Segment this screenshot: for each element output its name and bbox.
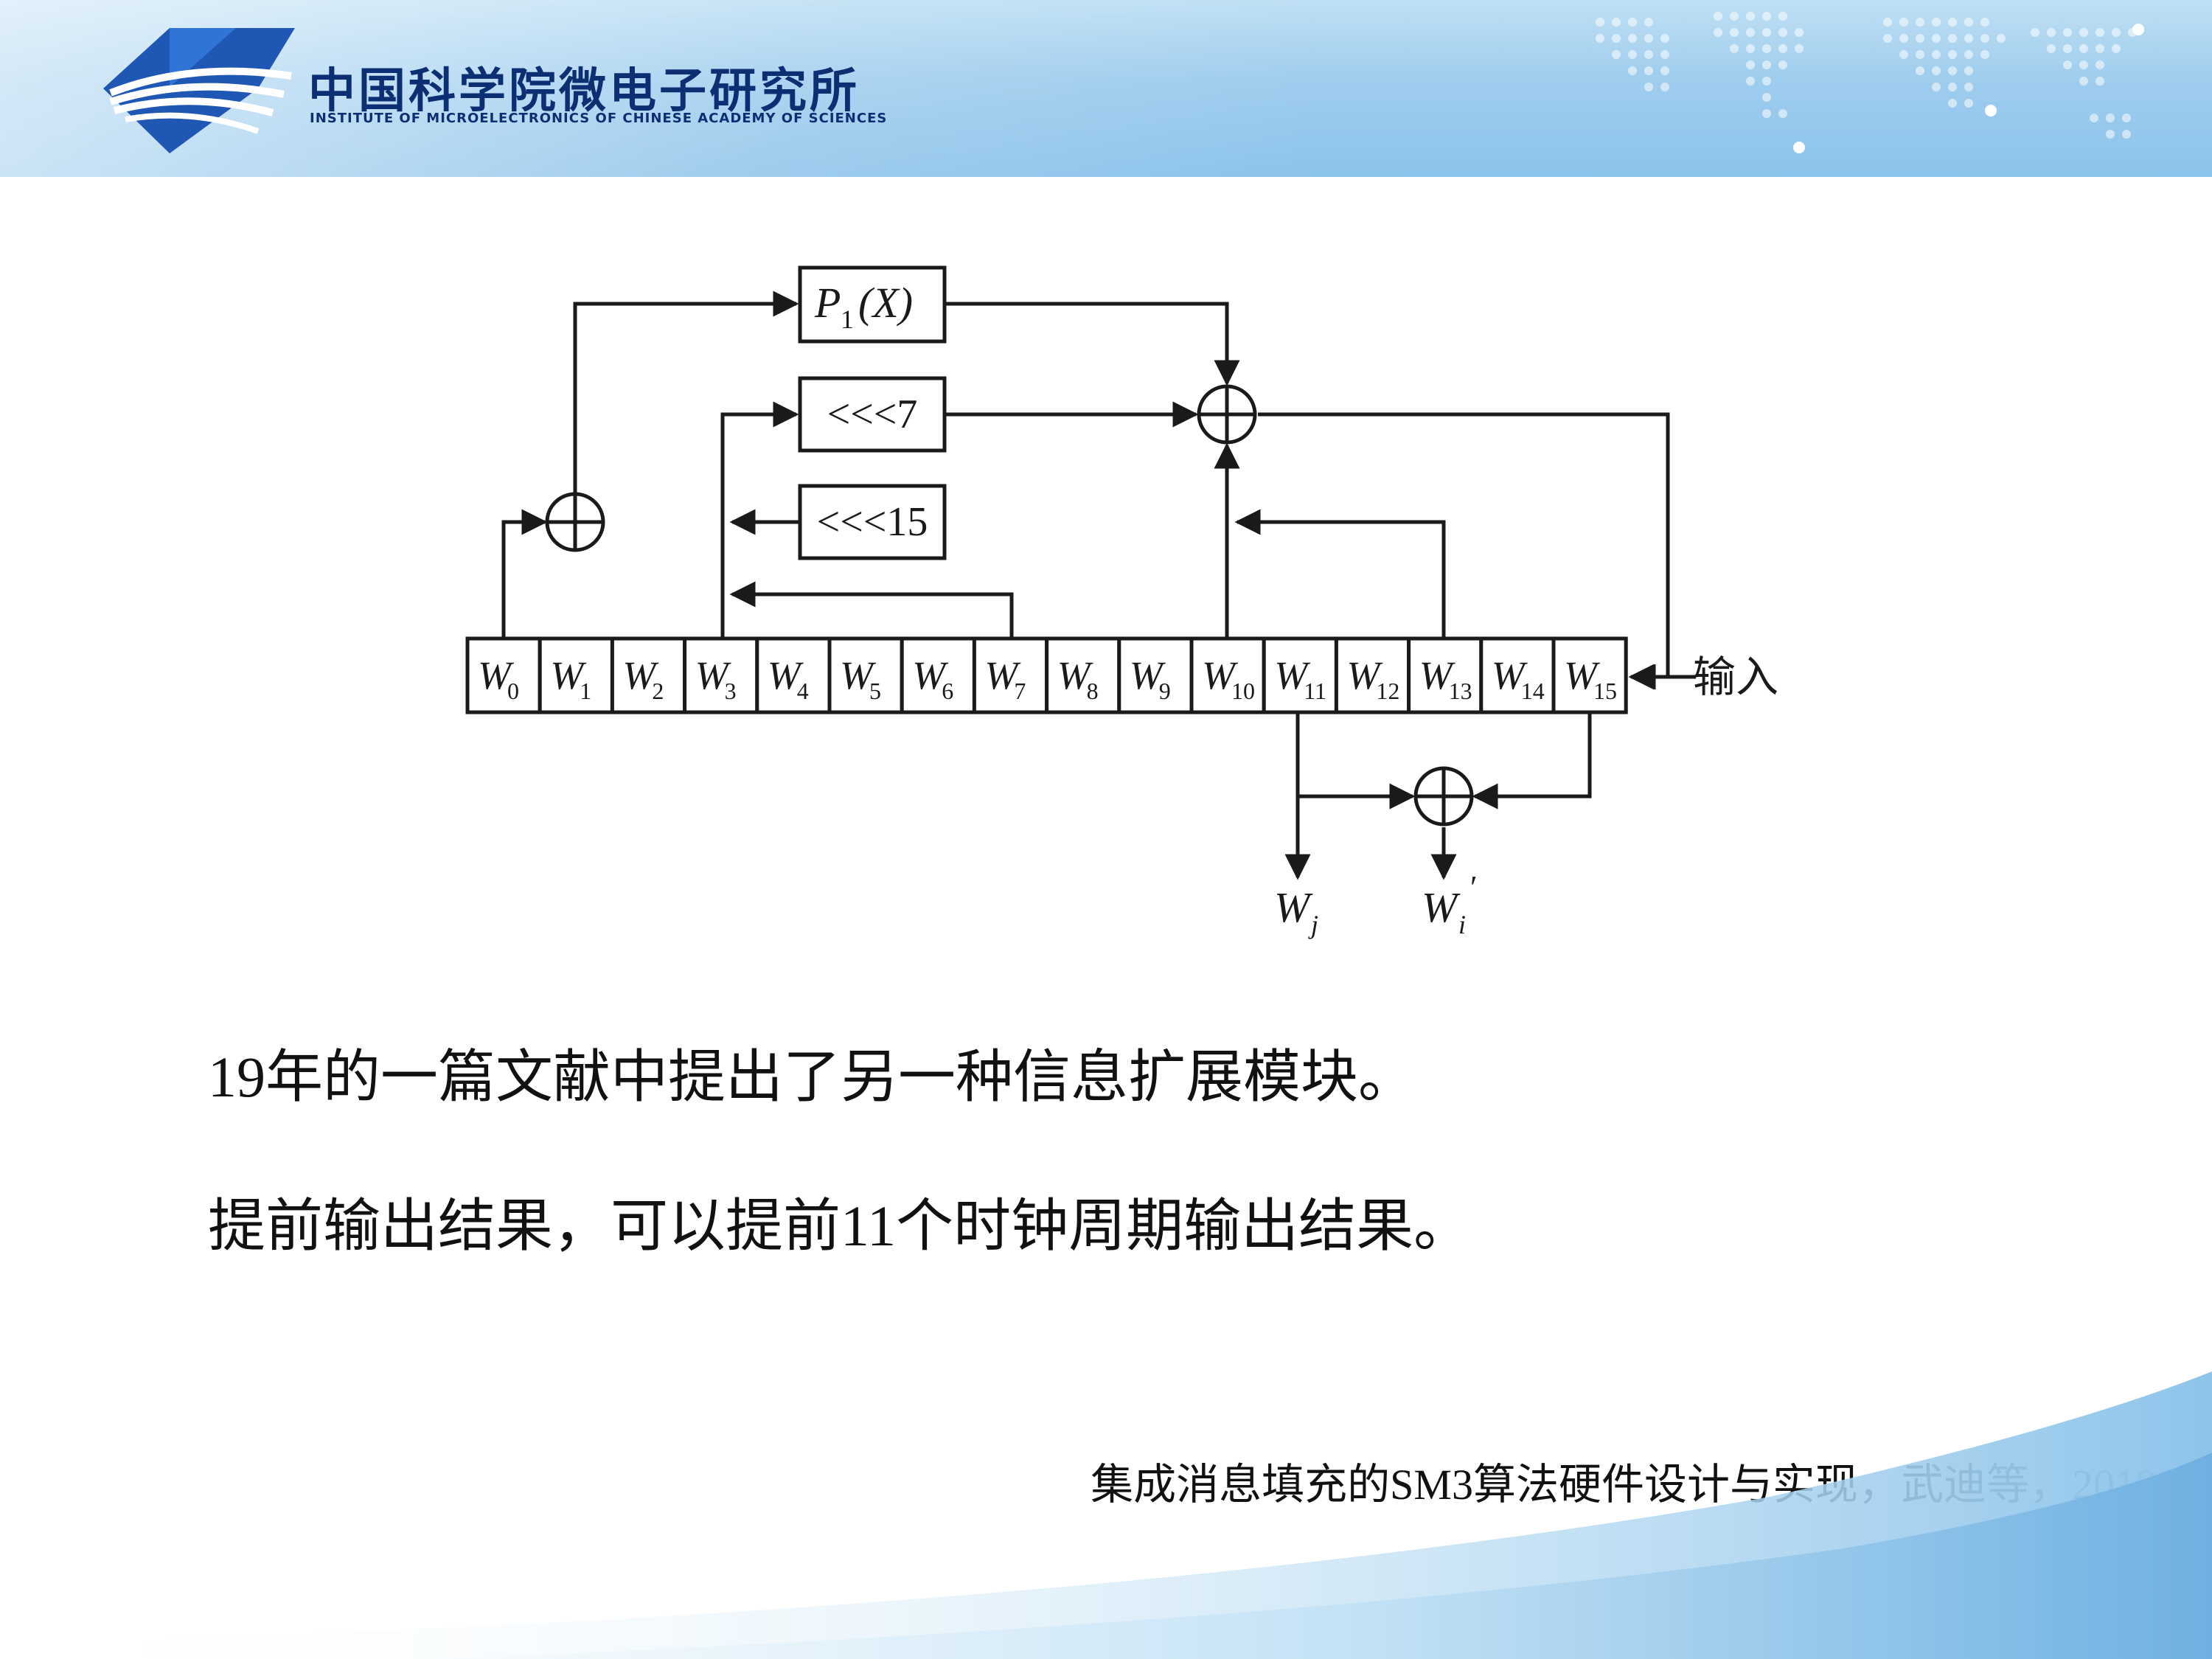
p1-label-main: P (814, 279, 841, 327)
register-label: W (1419, 653, 1456, 698)
register-label: W (1130, 653, 1166, 698)
input-label: 输入 (1693, 653, 1778, 701)
register-subscript: 9 (1159, 678, 1171, 704)
rot7-label: <<<7 (827, 392, 918, 437)
footer-wave-decoration (0, 1371, 2212, 1659)
register-subscript: 14 (1521, 678, 1545, 704)
output-wi-sub: i (1458, 910, 1466, 939)
register-label: W (1057, 653, 1094, 698)
register-label: W (1564, 653, 1601, 698)
register-subscript: 5 (869, 678, 881, 704)
register-cell (465, 636, 542, 714)
register-cell (1262, 636, 1338, 714)
register-subscript: 4 (797, 678, 809, 704)
register-label: W (550, 653, 587, 698)
register-label: W (984, 653, 1021, 698)
register-label: W (912, 653, 949, 698)
institute-name-cn: 中国科学院微电子研究所 (308, 64, 860, 119)
register-subscript: 13 (1449, 678, 1472, 704)
register-label: W (1202, 653, 1239, 698)
register-cell (900, 636, 976, 714)
register-subscript: 2 (652, 678, 664, 704)
register-label: W (768, 653, 804, 698)
register-subscript: 8 (1087, 678, 1099, 704)
register-label: W (840, 653, 877, 698)
register-subscript: 6 (942, 678, 953, 704)
header-banner: 中国科学院微电子研究所 INSTITUTE OF MICROELECTRONIC… (0, 0, 2212, 177)
institute-name-en: INSTITUTE OF MICROELECTRONICS OF CHINESE… (310, 111, 888, 126)
register-label: W (622, 653, 659, 698)
rot15-label: <<<15 (817, 499, 928, 545)
register-label: W (1346, 653, 1383, 698)
register-cell (827, 636, 904, 714)
p1-label-sub: 1 (841, 305, 854, 334)
xor-left (545, 492, 605, 552)
body-line-1: 19年的一篇文献中提出了另一种信息扩展模块。 (208, 1045, 1416, 1109)
output-wj-main: W (1274, 883, 1313, 931)
output-wj-sub: j (1308, 910, 1318, 939)
output-wi-prime: ′ (1470, 869, 1478, 905)
register-subscript: 12 (1376, 678, 1399, 704)
register-label: W (1492, 653, 1528, 698)
register-subscript: 0 (507, 678, 519, 704)
register-cell (755, 636, 832, 714)
register-label: W (478, 653, 515, 698)
register-subscript: 7 (1014, 678, 1026, 704)
output-wi-main: W (1422, 883, 1461, 931)
xor-top (1197, 384, 1257, 445)
register-label: W (1274, 653, 1311, 698)
register-cell (1334, 636, 1411, 714)
xor-output (1413, 766, 1474, 827)
world-map-decoration (1596, 12, 2144, 153)
register-cell (1045, 636, 1121, 714)
header-gradient (0, 0, 2212, 177)
register-subscript: 1 (580, 678, 591, 704)
body-line-2: 提前输出结果，可以提前11个时钟周期输出结果。 (208, 1194, 1472, 1258)
register-subscript: 11 (1304, 678, 1326, 704)
register-label: W (695, 653, 732, 698)
register-subscript: 15 (1593, 678, 1617, 704)
p1-label-arg: (X) (858, 279, 913, 327)
register-cell (1479, 636, 1556, 714)
ime-cas-logo-icon (103, 28, 295, 153)
register-cell (1117, 636, 1194, 714)
register-subscript: 3 (725, 678, 737, 704)
register-subscript: 10 (1231, 678, 1255, 704)
